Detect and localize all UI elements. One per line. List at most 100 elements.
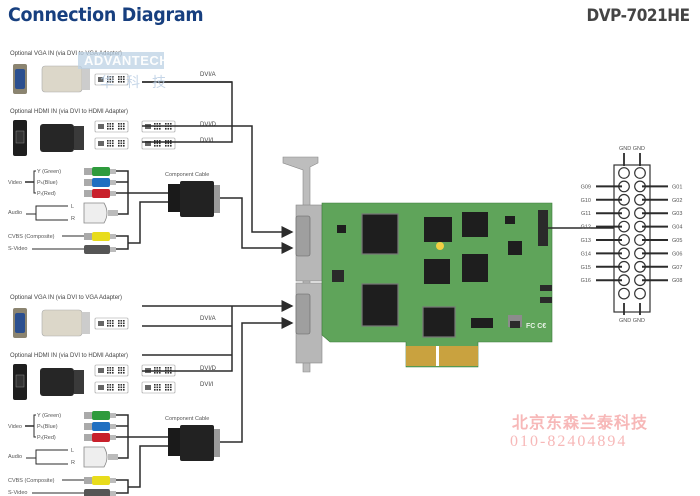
dvi-pin: [159, 372, 161, 374]
dvi-pin: [120, 76, 123, 78]
dvi-to-vga-adapter-icon: [41, 309, 83, 337]
component-cable-boot: [168, 184, 180, 212]
dvi-pin: [118, 76, 120, 78]
dvi-pin: [120, 78, 123, 81]
dvi-pin: [120, 389, 123, 391]
gpio-label-g11: G11: [581, 211, 591, 217]
svideo-plug-tip: [110, 491, 116, 496]
dvi-pin: [112, 123, 114, 125]
dvi-pin: [165, 128, 167, 130]
rca-plug-tip: [84, 423, 92, 430]
rca-plug-tip: [84, 233, 92, 240]
pr-red-label: Pᵣ(Red): [37, 435, 56, 441]
dvi-outline: [94, 381, 129, 394]
audio-splitter-icon: [83, 446, 108, 468]
dvi-pin: [170, 367, 172, 369]
svideo-label: S-Video: [8, 246, 27, 252]
gpio-label-g04: G04: [672, 225, 682, 231]
rca-plug-tip: [84, 179, 92, 186]
page-title: Connection Diagram: [8, 4, 204, 26]
gpio-label-g02: G02: [672, 198, 682, 204]
dvi-pin: [159, 140, 161, 142]
dvi-pin: [156, 128, 159, 130]
adapter-dvi-end: [82, 312, 90, 334]
dvi-pin: [165, 123, 167, 125]
dvi-i-dual-link-icon: [141, 137, 176, 150]
dvi-pin: [109, 322, 112, 325]
dvi-pin: [120, 125, 123, 128]
dvi-pin: [118, 367, 120, 369]
dvi-outline: [94, 317, 129, 330]
dvi-pin: [156, 145, 159, 147]
dvi-pin: [107, 369, 109, 372]
dvi-outline: [94, 73, 129, 86]
rca-plug-body: [92, 189, 110, 198]
dvi-pin: [120, 386, 123, 389]
dvi-pin: [170, 145, 172, 147]
dvi-pin: [120, 325, 123, 327]
dvi-d-dvi-i-bus-2: [142, 306, 233, 372]
dvi-pin: [112, 325, 114, 327]
dvi-pin: [156, 389, 159, 391]
dvi-pin: [120, 145, 123, 147]
gpio-label-g10: G10: [581, 198, 591, 204]
audio-plug: [108, 454, 118, 460]
audio-bracket-line: [35, 449, 68, 465]
dvi-pin: [107, 123, 109, 125]
dvi-pin: [120, 320, 123, 322]
dvi-pin: [112, 145, 114, 147]
hdmi-adapter-label: Optional HDMI IN (via DVI to HDMI Adapte…: [10, 109, 128, 115]
dvi-pin: [120, 367, 123, 369]
dvi-pin: [107, 325, 109, 327]
dvi-pin: [156, 142, 159, 145]
rca-plug-tip: [84, 190, 92, 197]
dvi-pin: [165, 389, 167, 391]
pr-red-label: Pᵣ(Red): [37, 191, 56, 197]
dvi-port-upper[interactable]: [295, 215, 311, 257]
dvi-pin: [107, 372, 109, 374]
dvi-pin: [118, 81, 120, 83]
dvi-pin: [109, 367, 112, 369]
dvi-to-vga-adapter-icon: [41, 65, 83, 93]
dvi-pin: [109, 125, 112, 128]
component-cable-connector: [180, 181, 214, 217]
dvi-pin: [109, 386, 112, 389]
dvi-i-label: DVI/I: [200, 138, 214, 144]
capture-card: FC C€: [282, 156, 553, 373]
dvi-to-card-wire-1: [142, 125, 294, 238]
svideo-label: S-Video: [8, 490, 27, 496]
dvi-pin: [112, 128, 114, 130]
rca-cvbs-yellow-plug: [84, 232, 116, 241]
dvi-pin: [167, 384, 170, 386]
audio-l-label: L: [71, 448, 74, 454]
dvi-pin: [118, 384, 120, 386]
dvi-to-hdmi-adapter-icon: [40, 124, 74, 152]
dvi-pin: [170, 128, 172, 130]
dvi-a-label: DVI/A: [200, 316, 216, 322]
dvi-key: [98, 321, 104, 326]
dvi-pin: [170, 142, 172, 145]
audio-bracket-line: [35, 205, 68, 221]
y-green-label: Y (Green): [37, 413, 61, 419]
video-label: Video: [8, 180, 22, 186]
dvi-pin: [118, 125, 120, 128]
gpio-header[interactable]: [538, 210, 548, 246]
chip: [424, 259, 450, 284]
dvi-a-connector-icon: [94, 73, 129, 86]
dvi-pin: [112, 140, 114, 142]
component-cable-boot: [168, 428, 180, 456]
dvi-pin: [118, 140, 120, 142]
audio-label: Audio: [8, 454, 22, 460]
dvi-a-label: DVI/A: [200, 72, 216, 78]
dvi-pin: [167, 140, 170, 142]
dvi-pin: [118, 123, 120, 125]
dvi-pin: [123, 142, 125, 145]
dvi-pin: [118, 320, 120, 322]
dvi-outline: [141, 381, 176, 394]
dvi-port-lower[interactable]: [295, 293, 311, 335]
dvi-pin: [118, 369, 120, 372]
component-cable-label: Component Cable: [165, 416, 209, 422]
rca-plug-sleeve: [110, 191, 116, 196]
gpio-label-g14: G14: [581, 251, 591, 257]
